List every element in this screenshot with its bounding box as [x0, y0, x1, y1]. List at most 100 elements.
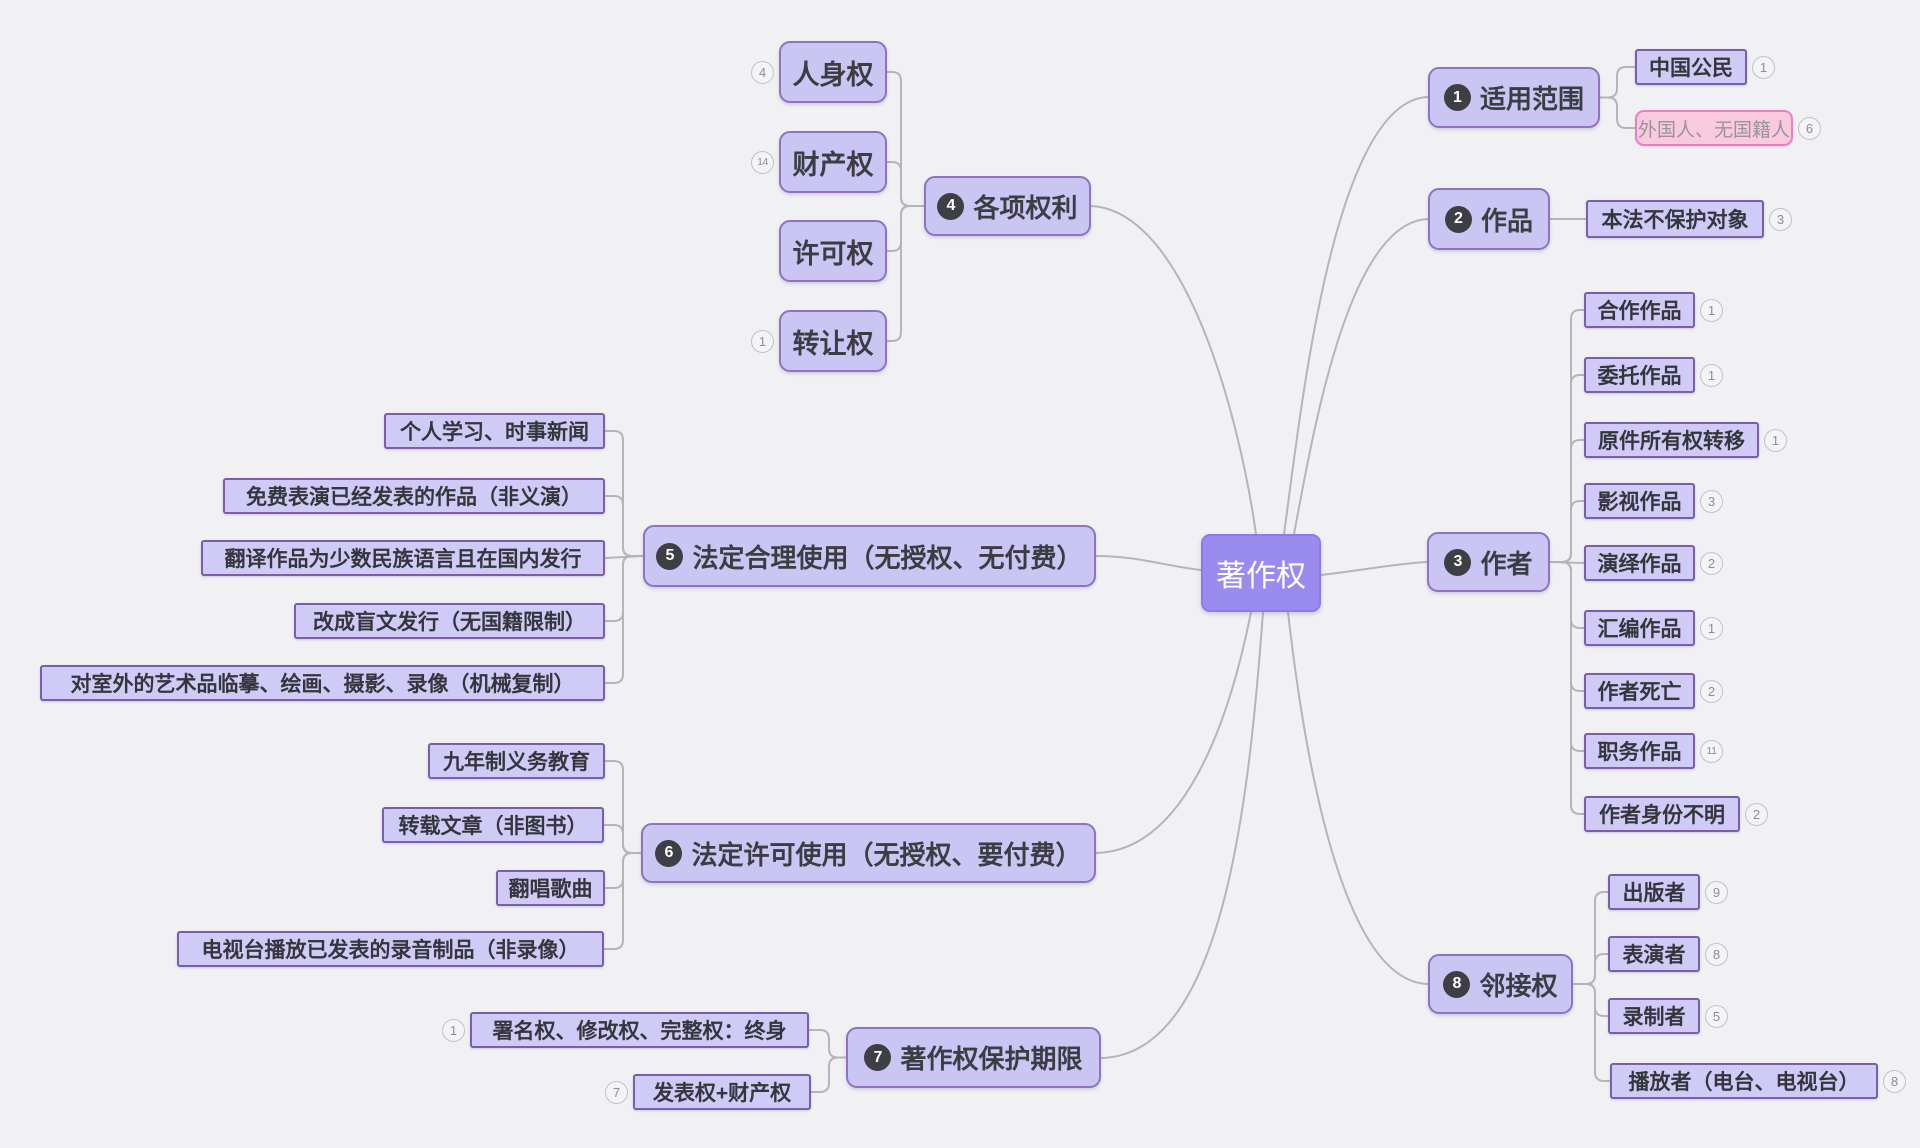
leaf-node-b5-3[interactable]: 改成盲文发行（无国籍限制）: [294, 603, 605, 639]
leaf-node-b8-3[interactable]: 播放者（电台、电视台）: [1610, 1063, 1878, 1099]
branch-label: 作品: [1480, 205, 1533, 236]
branch-number-disc: 3: [1444, 548, 1472, 576]
connector-line: [1095, 555, 1202, 571]
connector-line: [810, 1056, 847, 1093]
branch-node-b4[interactable]: 4 各项权利: [924, 176, 1091, 236]
branch-node-b6[interactable]: 6 法定许可使用（无授权、要付费）: [641, 823, 1096, 883]
branch-number-disc: 1: [1443, 84, 1471, 111]
child-count-badge[interactable]: 1: [1764, 428, 1787, 452]
leaf-node-b3-8[interactable]: 作者身份不明: [1584, 796, 1740, 832]
child-count-badge[interactable]: 11: [1700, 739, 1723, 763]
child-count-badge[interactable]: 4: [751, 60, 774, 84]
child-count-badge[interactable]: 1: [1700, 616, 1723, 640]
connector-line: [1572, 983, 1609, 1017]
branch-number-disc: 4: [937, 192, 965, 220]
child-count-badge[interactable]: 2: [1700, 679, 1723, 703]
leaf-node-b3-5[interactable]: 汇编作品: [1584, 610, 1695, 646]
child-count-badge[interactable]: 8: [1705, 942, 1728, 966]
leaf-node-b7-0[interactable]: 署名权、修改权、完整权：终身: [470, 1012, 809, 1048]
connector-line: [886, 161, 925, 207]
branch-node-b5[interactable]: 5 法定合理使用（无授权、无付费）: [643, 525, 1096, 587]
leaf-node-b3-2[interactable]: 原件所有权转移: [1584, 422, 1759, 458]
child-count-badge[interactable]: 1: [1700, 363, 1723, 387]
leaf-node-b3-3[interactable]: 影视作品: [1584, 483, 1695, 519]
leaf-node-b3-1[interactable]: 委托作品: [1584, 357, 1695, 393]
branch-number-disc: 5: [656, 542, 684, 570]
branch-number-disc: 7: [864, 1044, 892, 1071]
leaf-node-b5-4[interactable]: 对室外的艺术品临摹、绘画、摄影、录像（机械复制）: [40, 665, 605, 701]
branch-node-b2[interactable]: 2 作品: [1428, 188, 1550, 250]
child-count-badge[interactable]: 1: [1700, 298, 1723, 322]
connector-line: [886, 205, 925, 252]
leaf-node-b6-0[interactable]: 九年制义务教育: [428, 743, 605, 779]
connector-line: [1572, 953, 1609, 985]
leaf-node-b7-1[interactable]: 发表权+财产权: [633, 1074, 811, 1110]
branch-label: 法定合理使用（无授权、无付费）: [692, 542, 1083, 573]
leaf-node-b8-2[interactable]: 录制者: [1608, 998, 1700, 1034]
pink-node-b1-1[interactable]: 外国人、无国籍人: [1635, 110, 1793, 146]
connector-line: [1293, 218, 1429, 535]
leaf-node-b1-0[interactable]: 中国公民: [1635, 49, 1747, 85]
connector-line: [603, 852, 642, 950]
child-count-badge[interactable]: 6: [1798, 116, 1821, 140]
child-count-badge[interactable]: 2: [1700, 551, 1723, 575]
leaf-node-b3-0[interactable]: 合作作品: [1584, 292, 1695, 328]
leaf-node-b6-2[interactable]: 翻唱歌曲: [496, 870, 605, 906]
connector-line: [604, 555, 644, 684]
child-count-badge[interactable]: 1: [1752, 55, 1775, 79]
connector-line: [1287, 611, 1429, 985]
branch-number-disc: 6: [655, 839, 683, 867]
child-count-badge[interactable]: 3: [1700, 489, 1723, 513]
child-count-badge[interactable]: 1: [751, 329, 774, 353]
leaf-node-b3-4[interactable]: 演绎作品: [1584, 545, 1695, 581]
connector-line: [1549, 374, 1585, 563]
leaf-node-b6-1[interactable]: 转载文章（非图书）: [382, 807, 604, 843]
branch-label: 各项权利: [973, 192, 1078, 223]
leaf-node-b8-0[interactable]: 出版者: [1608, 874, 1700, 910]
connector-line: [603, 824, 642, 854]
connector-line: [1095, 611, 1252, 854]
branch-label: 邻接权: [1479, 970, 1558, 1001]
child-count-badge[interactable]: 14: [751, 150, 774, 174]
child-count-badge[interactable]: 9: [1705, 880, 1728, 904]
child-count-badge[interactable]: 3: [1769, 207, 1792, 231]
connector-line: [1549, 561, 1585, 629]
leaf-node-b5-2[interactable]: 翻译作品为少数民族语言且在国内发行: [201, 540, 605, 576]
child-count-badge[interactable]: 7: [605, 1080, 628, 1104]
branch-label: 作者: [1480, 548, 1533, 579]
leaf-node-b6-3[interactable]: 电视台播放已发表的录音制品（非录像）: [177, 931, 604, 967]
connector-line: [604, 495, 644, 557]
leaf-node-b3-6[interactable]: 作者死亡: [1584, 673, 1695, 709]
connector-line: [1549, 561, 1585, 692]
connector-line: [808, 1029, 847, 1059]
connector-line: [1549, 561, 1585, 815]
root-node-copyright[interactable]: 著作权: [1201, 534, 1321, 612]
sub-node-b4-1[interactable]: 财产权: [779, 131, 887, 193]
child-count-badge[interactable]: 2: [1745, 802, 1768, 826]
connector-line: [1572, 891, 1609, 985]
sub-node-b4-0[interactable]: 人身权: [779, 41, 887, 103]
child-count-badge[interactable]: 1: [442, 1018, 465, 1042]
connector-line: [1549, 561, 1585, 752]
leaf-node-b2-0[interactable]: 本法不保护对象: [1586, 200, 1764, 238]
connector-line: [1599, 96, 1636, 129]
connector-line: [886, 205, 925, 342]
sub-node-b4-3[interactable]: 转让权: [779, 310, 887, 372]
branch-label: 适用范围: [1479, 84, 1584, 114]
branch-number-disc: 2: [1444, 205, 1472, 233]
child-count-badge[interactable]: 8: [1883, 1069, 1906, 1093]
branch-node-b3[interactable]: 3 作者: [1427, 532, 1550, 592]
child-count-badge[interactable]: 5: [1705, 1004, 1728, 1028]
sub-node-b4-2[interactable]: 许可权: [779, 220, 887, 282]
connector-line: [1100, 611, 1264, 1059]
branch-node-b1[interactable]: 1 适用范围: [1428, 67, 1600, 128]
leaf-node-b8-1[interactable]: 表演者: [1608, 936, 1700, 972]
leaf-node-b5-1[interactable]: 免费表演已经发表的作品（非义演）: [223, 478, 605, 514]
leaf-node-b3-7[interactable]: 职务作品: [1584, 733, 1695, 769]
leaf-node-b5-0[interactable]: 个人学习、时事新闻: [384, 413, 605, 449]
connector-line: [1599, 66, 1636, 99]
branch-label: 法定许可使用（无授权、要付费）: [691, 839, 1082, 870]
